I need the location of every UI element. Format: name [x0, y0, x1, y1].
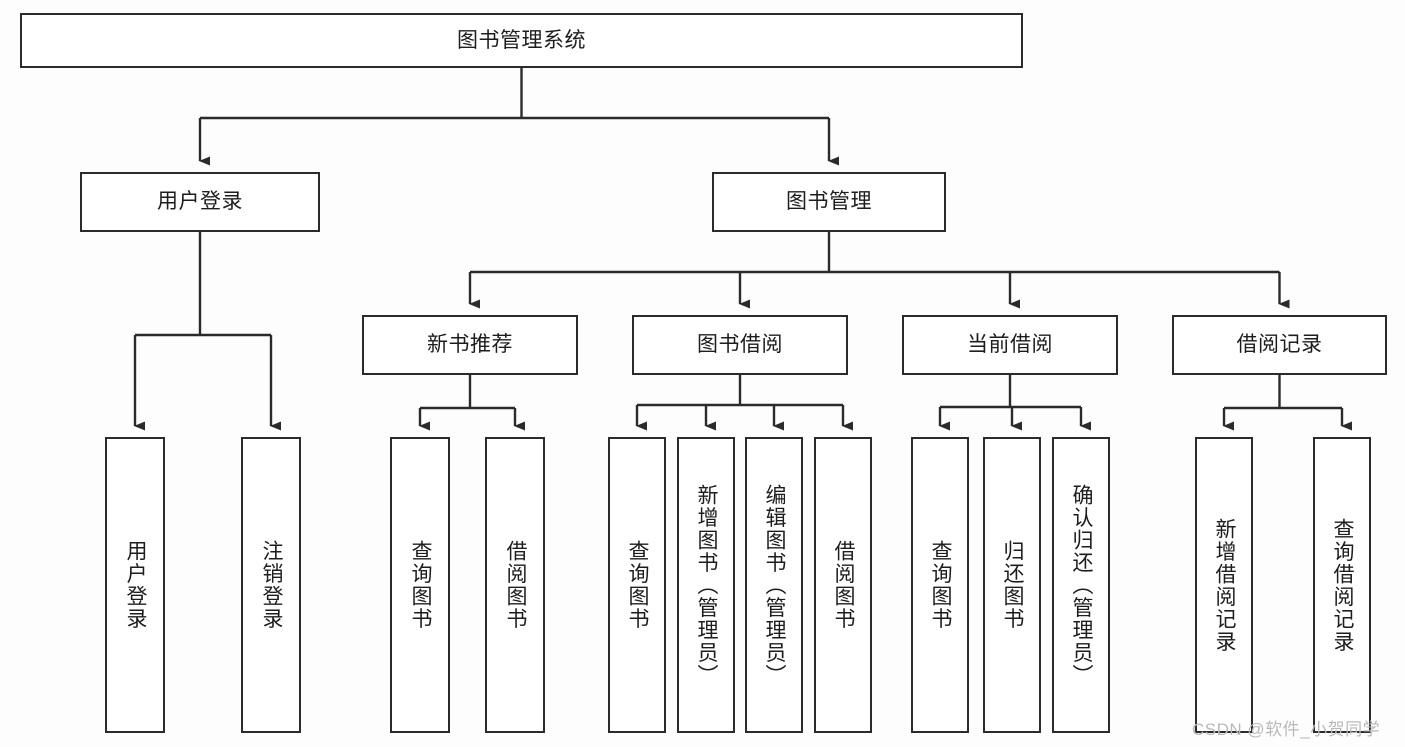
node-label: 用户登录	[157, 190, 243, 214]
node-label: 归还图书	[1001, 540, 1025, 630]
node-leaf-borrow-add: 新增图书（管理员）	[677, 437, 735, 733]
node-label: 查询图书	[409, 540, 433, 630]
node-label: 图书管理	[786, 190, 872, 214]
node-label: 用户登录	[124, 540, 148, 630]
node-label: 当前借阅	[967, 333, 1053, 357]
node-label: 新增借阅记录	[1213, 517, 1237, 653]
node-root: 图书管理系统	[20, 13, 1023, 68]
node-book-manage: 图书管理	[712, 172, 946, 232]
node-label: 借阅图书	[832, 540, 856, 630]
node-leaf-cur-confirm: 确认归还（管理员）	[1052, 437, 1110, 733]
node-label: 查询图书	[929, 540, 953, 630]
node-label: 图书借阅	[697, 333, 783, 357]
node-label: 新书推荐	[427, 333, 513, 357]
node-label: 查询图书	[626, 540, 650, 630]
node-label: 注销登录	[260, 540, 284, 630]
node-label: 图书管理系统	[457, 28, 586, 52]
node-leaf-logout: 注销登录	[241, 437, 301, 733]
node-leaf-cur-return: 归还图书	[983, 437, 1041, 733]
node-leaf-rec-query: 查询图书	[390, 437, 450, 733]
node-leaf-rec-add: 新增借阅记录	[1195, 437, 1253, 733]
node-label: 查询借阅记录	[1331, 517, 1355, 653]
node-leaf-user-login: 用户登录	[105, 437, 165, 733]
node-leaf-borrow-do: 借阅图书	[814, 437, 872, 733]
node-book-borrow: 图书借阅	[632, 315, 848, 375]
node-label: 新增图书（管理员）	[695, 483, 719, 687]
node-leaf-borrow-query: 查询图书	[608, 437, 666, 733]
csdn-watermark: CSDN @软件_小贺同学	[1192, 720, 1381, 739]
node-label: 借阅记录	[1236, 333, 1323, 357]
node-leaf-rec-borrow: 借阅图书	[485, 437, 545, 733]
node-label: 编辑图书（管理员）	[763, 483, 787, 687]
node-new-book-rec: 新书推荐	[362, 315, 578, 375]
node-leaf-rec-search: 查询借阅记录	[1313, 437, 1371, 733]
node-label: 确认归还（管理员）	[1070, 483, 1094, 687]
node-current-borrow: 当前借阅	[902, 315, 1118, 375]
node-borrow-record: 借阅记录	[1172, 315, 1387, 375]
node-leaf-borrow-edit: 编辑图书（管理员）	[745, 437, 803, 733]
node-label: 借阅图书	[504, 540, 528, 630]
node-user-login: 用户登录	[80, 172, 320, 232]
node-leaf-cur-query: 查询图书	[911, 437, 969, 733]
